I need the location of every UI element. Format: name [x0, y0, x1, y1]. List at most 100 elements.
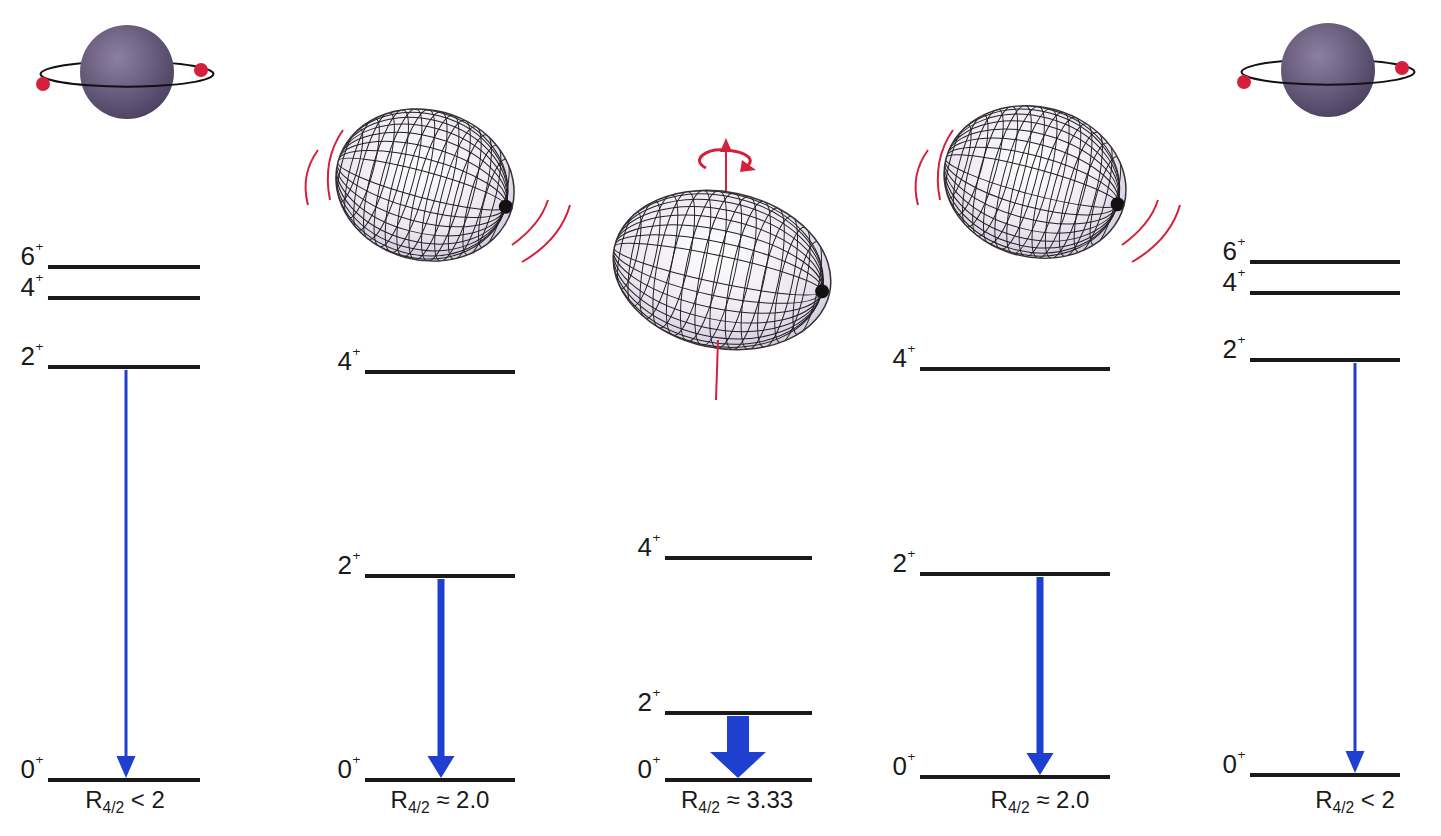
vibration-mark	[306, 150, 318, 205]
parallel	[700, 193, 766, 352]
vibration-mark	[328, 130, 343, 200]
deformed-nucleus	[926, 86, 1144, 279]
parallel	[338, 115, 387, 221]
energy-level	[665, 711, 812, 715]
vibration-mark	[1132, 205, 1180, 262]
level-label: 0⁺	[1223, 751, 1246, 777]
ratio-label: R4/2 ≈ 2.0	[391, 788, 490, 815]
gamma-transition-arrow	[117, 370, 136, 778]
level-label: 6⁺	[1223, 238, 1246, 264]
gamma-transition-arrow	[1346, 363, 1365, 773]
energy-level	[48, 265, 200, 269]
nucleus-figures	[36, 23, 1414, 400]
energy-level	[1250, 358, 1400, 362]
parallel	[716, 198, 780, 353]
energy-level	[665, 778, 812, 782]
orbit-front	[1246, 68, 1414, 85]
ratio-label: R4/2 < 2	[85, 788, 165, 815]
deformed-nucleus	[597, 171, 846, 370]
parallel	[364, 105, 431, 251]
parallel	[621, 198, 667, 308]
vibration-mark	[512, 200, 548, 245]
level-label: 2⁺	[1223, 336, 1246, 362]
level-label: 4⁺	[638, 534, 661, 560]
vibration-mark	[938, 130, 953, 200]
wireframe	[597, 171, 838, 368]
vibration-mark	[916, 150, 928, 205]
level-label: 0⁺	[638, 756, 661, 782]
meridian	[603, 198, 833, 340]
parallel	[644, 188, 703, 331]
ratio-label: R4/2 ≈ 2.0	[991, 788, 1090, 815]
parallel	[1066, 140, 1119, 256]
level-label: 0⁺	[21, 756, 44, 782]
parallel	[749, 213, 806, 350]
ellipsoid-outline	[598, 171, 846, 369]
parallel	[767, 225, 817, 346]
parallel	[412, 116, 481, 265]
energy-level	[365, 778, 515, 782]
gamma-transition-arrow	[428, 579, 455, 778]
ellipsoid-outline	[319, 89, 532, 280]
energy-level	[48, 296, 200, 300]
energy-level	[365, 574, 515, 578]
meridian	[928, 95, 1134, 267]
parallel	[425, 123, 490, 265]
parallel	[671, 187, 736, 344]
level-label: 2⁺	[893, 550, 916, 576]
core-sphere	[1281, 23, 1375, 117]
meridian	[930, 102, 1132, 259]
vibration-mark	[1122, 200, 1158, 245]
ellipsoid-outline	[927, 86, 1144, 279]
rotation-axis	[716, 340, 718, 400]
energy-level	[365, 370, 515, 374]
level-label: 6⁺	[21, 243, 44, 269]
parallel	[455, 142, 508, 258]
level-label: 4⁺	[893, 345, 916, 371]
meridian	[926, 87, 1137, 276]
wireframe	[318, 89, 525, 279]
energy-level	[1250, 291, 1400, 295]
valence-nucleon	[194, 63, 208, 77]
gamma-transition-arrow	[710, 716, 766, 778]
energy-level	[920, 775, 1110, 779]
meridian	[320, 99, 522, 270]
parallel	[946, 112, 995, 218]
gamma-transition-arrow	[1027, 577, 1054, 775]
deformed-nucleus	[318, 89, 532, 281]
valence-nucleon	[1395, 61, 1409, 75]
spherical-nucleus	[1237, 23, 1414, 117]
orbit-front	[45, 70, 213, 87]
ratio-label: R4/2 < 2	[1315, 788, 1395, 815]
level-label: 4⁺	[1223, 269, 1246, 295]
parallel	[1022, 113, 1091, 262]
meridian	[597, 172, 838, 367]
level-label: 4⁺	[338, 348, 361, 374]
transition-arrows	[117, 363, 1365, 778]
energy-level	[48, 778, 200, 782]
parallel	[399, 111, 469, 264]
ellipsoid-surface	[319, 89, 532, 280]
parallel	[375, 105, 445, 256]
energy-level	[920, 367, 1110, 371]
level-label: 2⁺	[21, 343, 44, 369]
energy-level	[1250, 260, 1400, 264]
parallel	[1084, 154, 1127, 248]
vibration-mark	[522, 205, 570, 262]
level-label: 0⁺	[338, 756, 361, 782]
energy-level	[665, 556, 812, 560]
level-label: 0⁺	[893, 753, 916, 779]
meridian	[599, 181, 836, 358]
core-sphere	[80, 25, 174, 119]
ellipsoid-surface	[927, 86, 1144, 279]
parallel	[954, 106, 1011, 230]
valence-nucleon	[1237, 75, 1251, 89]
parallel	[472, 157, 515, 251]
parallel	[657, 187, 720, 339]
meridian	[598, 175, 837, 363]
level-label: 2⁺	[338, 552, 361, 578]
ratio-label: R4/2 ≈ 3.33	[681, 788, 793, 815]
level-label: 2⁺	[638, 689, 661, 715]
